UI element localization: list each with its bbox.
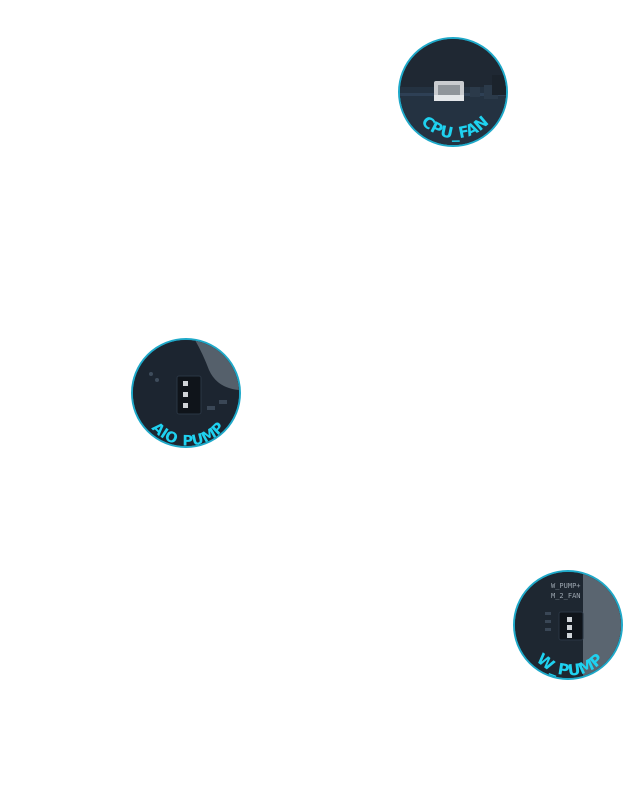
cpu-fan-callout: CPU_FAN [398,37,508,147]
w-pump-header-icon: W_PUMP+ M_2_FAN [515,572,621,678]
w-pump-label: W_PUMP [533,650,606,680]
cpu-fan-label: CPU_FAN [418,112,492,142]
cpu-fan-header-icon [400,39,506,145]
w-pump-callout: W_PUMP+ M_2_FAN W_PUMP [513,570,623,680]
aio-pump-label: AIO_PUMP [148,420,228,448]
w-pump-silkscreen: W_PUMP+ [551,582,581,590]
aio-pump-header-icon [133,340,239,446]
aio-pump-callout: AIO_PUMP [131,338,241,448]
m2-fan-silkscreen: M_2_FAN [551,592,581,600]
